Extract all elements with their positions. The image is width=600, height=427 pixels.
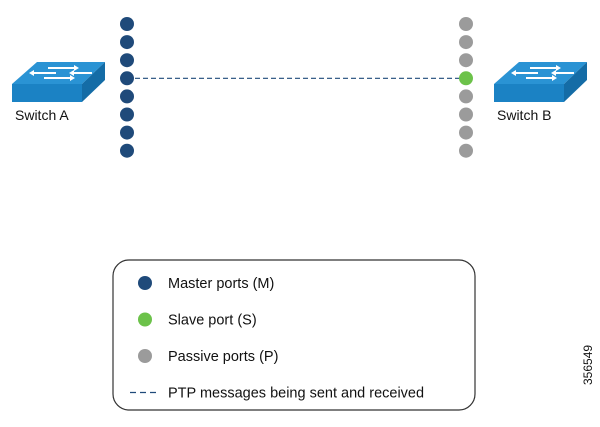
switch-a-port-7-master bbox=[120, 125, 134, 140]
switch-b-port-7-passive bbox=[459, 125, 473, 140]
switch-a-port-6-master bbox=[120, 107, 134, 122]
switch-a-port-8-master bbox=[120, 143, 134, 158]
legend-box bbox=[112, 259, 476, 411]
legend-link-label: PTP messages being sent and received bbox=[168, 386, 424, 402]
legend: Master ports (M) Slave port (S) Passive po… bbox=[130, 276, 424, 402]
switch-a-ports bbox=[120, 17, 134, 158]
switch-b-port-4-slave bbox=[459, 71, 473, 86]
figure-id: 356549 bbox=[581, 345, 595, 385]
switch-a-port-2-master bbox=[120, 35, 134, 50]
switch-a-label: Switch A bbox=[15, 107, 69, 123]
switch-a-port-4-master bbox=[120, 71, 134, 86]
switch-b-port-1-passive bbox=[459, 17, 473, 31]
switch-b-icon bbox=[494, 62, 587, 102]
switch-b-ports bbox=[459, 17, 473, 158]
legend-master-dot-icon bbox=[138, 276, 152, 290]
legend-passive-label: Passive ports (P) bbox=[168, 349, 278, 365]
legend-passive-dot-icon bbox=[138, 349, 152, 363]
legend-slave-label: Slave port (S) bbox=[168, 313, 257, 329]
switch-a-port-1-master bbox=[120, 17, 134, 31]
switch-a-port-5-master bbox=[120, 89, 134, 104]
switch-b-port-5-passive bbox=[459, 89, 473, 104]
switch-b-port-6-passive bbox=[459, 107, 473, 122]
switch-b-port-8-passive bbox=[459, 143, 473, 158]
legend-master-label: Master ports (M) bbox=[168, 276, 274, 292]
switch-b-port-2-passive bbox=[459, 35, 473, 50]
legend-slave-dot-icon bbox=[138, 312, 152, 327]
switch-a-port-3-master bbox=[120, 53, 134, 68]
switch-b-label: Switch B bbox=[497, 107, 551, 123]
switch-a-icon bbox=[12, 62, 105, 102]
switch-b-port-3-passive bbox=[459, 53, 473, 68]
